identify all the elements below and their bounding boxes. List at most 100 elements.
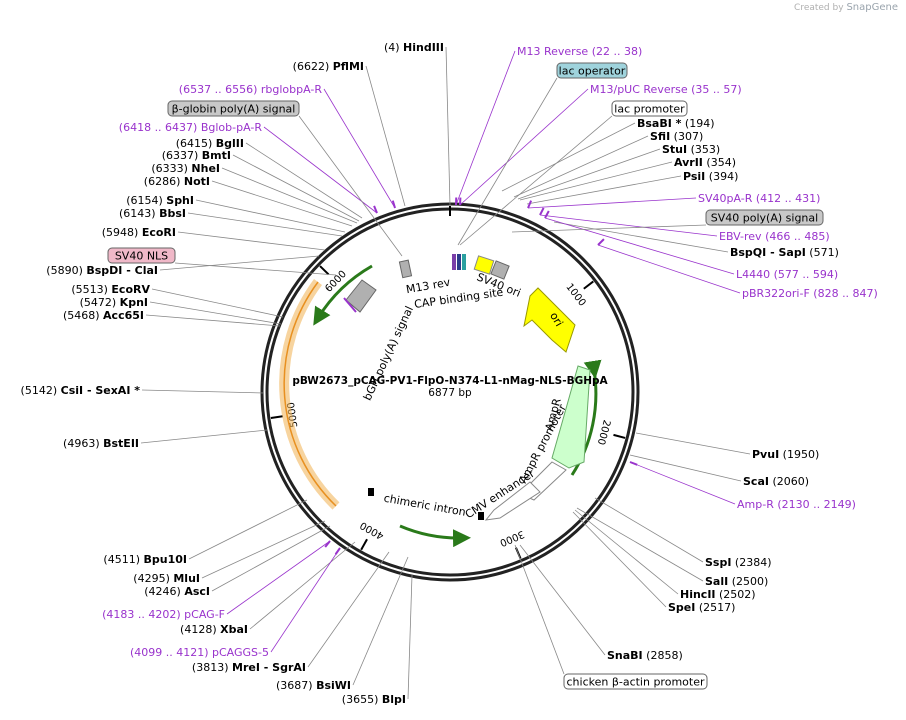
site-name: Bpu10I (144, 553, 188, 566)
label-bgh: bGH poly(A) signal (361, 304, 416, 403)
site-position: (4511) (103, 553, 143, 566)
tick-label: 1000 (563, 282, 587, 309)
primer-name: L4440 (736, 268, 774, 281)
site-name: BmtI (202, 149, 231, 162)
leader-line (211, 525, 331, 592)
leader-line (553, 221, 729, 253)
tick-1000 (583, 280, 594, 290)
feature-leader (511, 224, 707, 233)
site-label: BsaBI * (194) (637, 117, 715, 130)
site-label: SpeI (2517) (668, 601, 735, 614)
site-position: (5890) (46, 264, 86, 277)
leader-line (519, 544, 606, 656)
primer-range: (22 .. 38) (592, 45, 643, 58)
leader-line (211, 180, 353, 227)
feature-cmv-enhancer (484, 481, 541, 521)
feature-ampr (551, 365, 591, 469)
site-label: (5468) Acc65I (63, 309, 144, 322)
leader-line (188, 499, 308, 560)
leader-line (526, 175, 682, 205)
feature-box-label: chicken β-actin promoter (567, 676, 705, 689)
tick-5000 (270, 415, 283, 419)
site-label: (3687) BsiWI (276, 679, 351, 692)
leader-line (574, 509, 679, 595)
primer-site-mark (597, 238, 605, 246)
primer-name: Bglob-pA-R (201, 121, 263, 134)
leader-line (635, 432, 751, 455)
site-label: StuI (353) (662, 143, 720, 156)
primer-name: pCAGGS-5 (212, 646, 269, 659)
primer-range: (35 .. 57) (691, 83, 742, 96)
feature-leader (174, 262, 337, 276)
site-position: (354) (703, 156, 736, 169)
site-position: (2384) (731, 556, 771, 569)
feature-sv40ori-block (473, 255, 495, 275)
primer-leader (263, 126, 378, 214)
site-position: (4246) (144, 585, 184, 598)
strand-arrow-top-left (313, 264, 373, 326)
primer-leader (226, 540, 331, 615)
site-position: (2060) (769, 475, 809, 488)
site-name: HincII (680, 588, 716, 601)
primer-leader (544, 217, 735, 275)
leader-line (195, 199, 346, 233)
site-alt-name: - ClaI (122, 264, 158, 277)
site-label: PsiI (394) (683, 170, 738, 183)
primer-site-mark (391, 200, 396, 209)
site-position: (6286) (144, 175, 184, 188)
leader-line (221, 167, 358, 224)
leader-line (151, 288, 284, 318)
feature-ori (523, 287, 576, 353)
site-name: BspQI (730, 246, 766, 259)
site-name: BbsI (159, 207, 186, 220)
plasmid-name: pBW2673_pCAG-PV1-FlpO-N374-L1-nMag-NLS-B… (292, 375, 608, 387)
leader-line (407, 574, 413, 700)
site-name: BlpI (382, 693, 406, 706)
site-label: HincII (2502) (680, 588, 756, 601)
leader-line (445, 46, 451, 206)
leader-line (149, 301, 282, 325)
site-position: (4295) (133, 572, 173, 585)
plasmid-size: 6877 bp (428, 387, 472, 399)
site-position: (6143) (119, 207, 159, 220)
site-name: EcoRI (142, 226, 176, 239)
site-label: PvuI (1950) (752, 448, 819, 461)
site-name: StuI (662, 143, 687, 156)
site-label: (4246) AscI (144, 585, 210, 598)
feature-marker-purple (452, 254, 456, 270)
feature-m13rev-block (398, 259, 413, 279)
leader-line (572, 511, 667, 608)
site-alt-name: - SexAI * (83, 384, 140, 397)
feature-leader (457, 77, 558, 246)
site-name: EcoRV (111, 283, 150, 296)
leader-line (245, 142, 363, 219)
leader-line (629, 454, 742, 482)
site-position: (6415) (176, 137, 216, 150)
leader-line (594, 497, 704, 563)
leader-line (513, 135, 649, 198)
site-position: (194) (681, 117, 714, 130)
feature-leader (298, 115, 403, 257)
site-label: (4295) MluI (133, 572, 200, 585)
leader-line (519, 161, 673, 201)
site-label: (5948) EcoRI (102, 226, 176, 239)
leader-line (140, 429, 268, 444)
leader-line (159, 255, 320, 271)
primer-leader (527, 197, 697, 209)
feature-box (563, 673, 708, 690)
tick-label: 3000 (498, 528, 526, 548)
site-label: (6286) NotI (144, 175, 210, 188)
leader-line (177, 231, 326, 251)
primer-range: (466 .. 485) (765, 230, 830, 243)
site-position: (6622) (293, 60, 333, 73)
primer-name: SV40pA-R (698, 192, 756, 205)
primer-range: (412 .. 431) (756, 192, 821, 205)
feature-bgh-tick (343, 297, 357, 313)
site-label: SnaBI (2858) (607, 649, 683, 662)
feature-box-label: SV40 poly(A) signal (711, 212, 818, 225)
site-position: (1950) (779, 448, 819, 461)
primer-name: Amp-R (737, 498, 777, 511)
primer-site-mark (544, 210, 550, 219)
feature-box (167, 100, 300, 117)
